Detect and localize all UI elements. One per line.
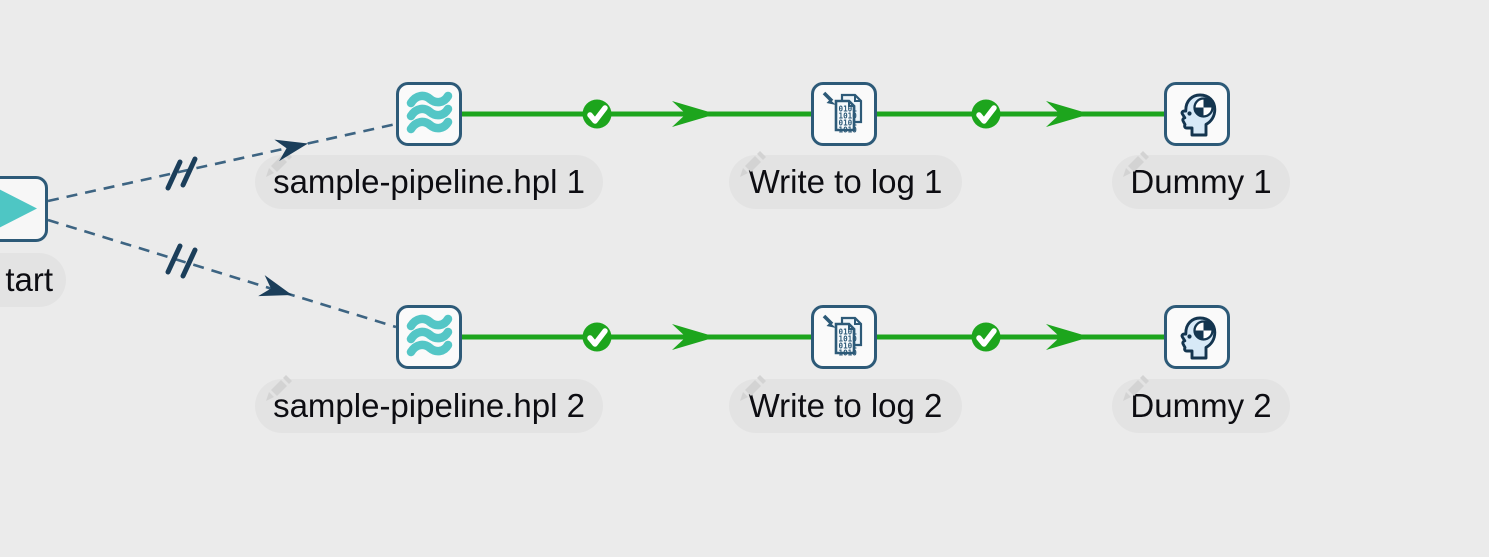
pipeline1-label[interactable]: sample-pipeline.hpl 1 [255, 151, 603, 209]
head-target-icon [1180, 316, 1217, 360]
pipeline-waves-icon [406, 314, 453, 357]
svg-text:1010: 1010 [839, 126, 858, 135]
dummy1-node[interactable] [1164, 82, 1230, 146]
pipeline2-label-text: sample-pipeline.hpl 2 [273, 387, 585, 424]
svg-text:1010: 1010 [839, 349, 858, 358]
pipeline2-node[interactable] [396, 305, 462, 369]
hop-writelog2-to-dummy2[interactable] [877, 322, 1164, 352]
hop-arrowhead-icon [672, 101, 716, 127]
hop-pipeline1-to-writelog1[interactable] [462, 99, 811, 129]
svg-text:1010: 1010 [839, 335, 858, 344]
svg-text:0101: 0101 [839, 119, 858, 128]
hop-start-to-pipeline2[interactable] [47, 218, 397, 329]
hop-arrowhead-icon [1046, 101, 1090, 127]
svg-text:0101: 0101 [839, 342, 858, 351]
dummy1-label[interactable]: Dummy 1 [1112, 151, 1290, 209]
hop-dashed-line [47, 218, 397, 329]
edit-pencil-icon [740, 151, 766, 177]
success-check-icon [582, 322, 612, 352]
writelog1-label[interactable]: Write to log 1 [729, 151, 962, 209]
success-check-icon [582, 99, 612, 129]
pipeline1-label-text: sample-pipeline.hpl 1 [273, 163, 585, 200]
pipeline1-node[interactable] [396, 82, 462, 146]
writelog2-label-text: Write to log 2 [748, 387, 943, 424]
start-node[interactable] [0, 176, 48, 242]
parallel-marker-icon [165, 243, 198, 279]
binary-document-icon: 0101 1010 0101 1010 [822, 314, 863, 358]
edit-pencil-icon [740, 375, 766, 401]
hop-writelog1-to-dummy1[interactable] [877, 99, 1164, 129]
head-target-icon [1180, 93, 1217, 137]
svg-text:0101: 0101 [839, 105, 858, 114]
start-node-label[interactable]: tart [0, 253, 66, 307]
hop-dashed-line [47, 122, 397, 203]
dummy1-label-text: Dummy 1 [1130, 163, 1272, 200]
dummy2-label-text: Dummy 2 [1130, 387, 1272, 424]
edit-pencil-icon [1123, 151, 1149, 177]
pipeline2-label[interactable]: sample-pipeline.hpl 2 [255, 375, 603, 433]
writelog1-label-text: Write to log 1 [748, 163, 943, 200]
hop-start-to-pipeline1[interactable] [47, 122, 397, 203]
edit-pencil-icon [1123, 375, 1149, 401]
writelog1-node[interactable]: 0101 1010 0101 1010 [811, 82, 877, 146]
binary-document-icon: 0101 1010 0101 1010 [822, 91, 863, 135]
success-check-icon [971, 99, 1001, 129]
hop-arrowhead-icon [258, 275, 292, 297]
start-label-text: tart [5, 261, 53, 298]
edit-pencil-icon [266, 375, 292, 401]
hop-pipeline2-to-writelog2[interactable] [462, 322, 811, 352]
hop-arrowhead-icon [1046, 324, 1090, 350]
svg-text:0101: 0101 [839, 328, 858, 337]
play-triangle-icon [0, 189, 37, 228]
success-check-icon [971, 322, 1001, 352]
dummy2-label[interactable]: Dummy 2 [1112, 375, 1290, 433]
hop-arrowhead-icon [672, 324, 716, 350]
pipeline-waves-icon [406, 91, 453, 134]
svg-text:1010: 1010 [839, 112, 858, 121]
hop-arrowhead-icon [274, 139, 308, 162]
dummy2-node[interactable] [1164, 305, 1230, 369]
writelog2-node[interactable]: 0101 1010 0101 1010 [811, 305, 877, 369]
writelog2-label[interactable]: Write to log 2 [729, 375, 962, 433]
parallel-marker-icon [165, 156, 198, 191]
